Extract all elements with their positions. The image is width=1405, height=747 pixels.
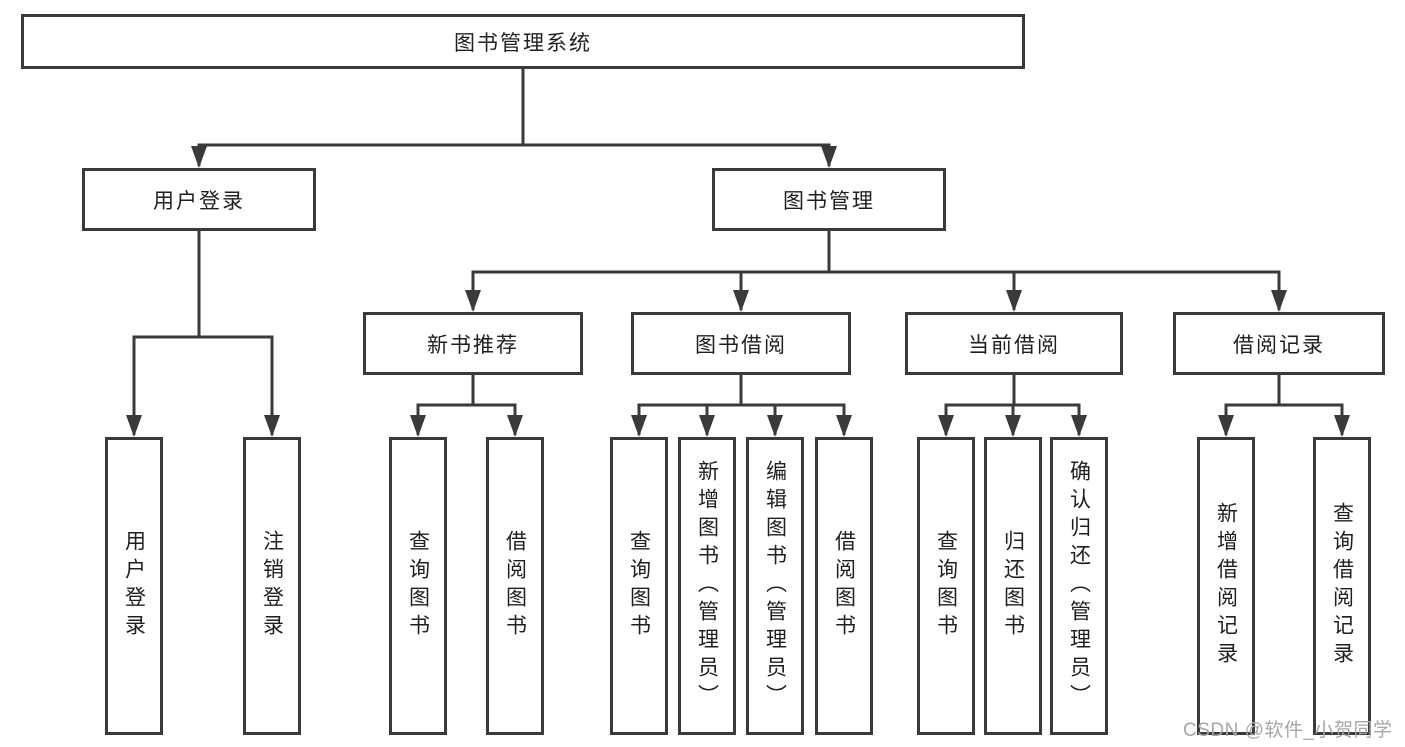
node-label: 用户登录 xyxy=(153,189,245,213)
leaf-label: 用户登录 xyxy=(122,530,146,642)
node-book-management: 图书管理 xyxy=(712,168,946,231)
node-new-book-recommendation: 新书推荐 xyxy=(363,312,583,375)
node-user-login: 用户登录 xyxy=(82,168,316,231)
leaf-label: 借阅图书 xyxy=(503,530,527,642)
leaf-add-borrow-record: 新增借阅记录 xyxy=(1197,437,1255,735)
csdn-watermark: CSDN @软件_小贺同学 xyxy=(1183,720,1393,741)
leaf-label: 查询图书 xyxy=(627,530,651,642)
leaf-query-books: 查询图书 xyxy=(389,437,447,735)
node-label: 新书推荐 xyxy=(427,333,519,357)
leaf-user-login: 用户登录 xyxy=(105,437,163,735)
node-label: 图书借阅 xyxy=(695,333,787,357)
leaf-label: 借阅图书 xyxy=(832,530,856,642)
leaf-query-borrow-record: 查询借阅记录 xyxy=(1313,437,1371,735)
node-current-borrowing: 当前借阅 xyxy=(905,312,1123,375)
leaf-return-book: 归还图书 xyxy=(984,437,1042,735)
leaf-query-books-3: 查询图书 xyxy=(917,437,975,735)
node-label: 当前借阅 xyxy=(968,333,1060,357)
leaf-edit-book-admin: 编辑图书（管理员） xyxy=(746,437,804,735)
leaf-label: 编辑图书（管理员） xyxy=(763,460,787,712)
node-borrowing-records: 借阅记录 xyxy=(1173,312,1385,375)
leaf-confirm-return-admin: 确认归还（管理员） xyxy=(1050,437,1108,735)
connector-edges xyxy=(132,69,1344,435)
node-library-management-system: 图书管理系统 xyxy=(21,14,1025,69)
leaf-add-book-admin: 新增图书（管理员） xyxy=(678,437,736,735)
leaf-label: 确认归还（管理员） xyxy=(1067,460,1091,712)
node-label: 图书管理系统 xyxy=(454,31,592,55)
leaf-logout: 注销登录 xyxy=(243,437,301,735)
leaf-label: 查询图书 xyxy=(934,530,958,642)
leaf-query-books-2: 查询图书 xyxy=(610,437,668,735)
leaf-label: 归还图书 xyxy=(1001,530,1025,642)
leaf-borrow-books-2: 借阅图书 xyxy=(815,437,873,735)
leaf-borrow-books: 借阅图书 xyxy=(486,437,544,735)
node-label: 借阅记录 xyxy=(1233,333,1325,357)
leaf-label: 注销登录 xyxy=(260,530,284,642)
leaf-label: 新增借阅记录 xyxy=(1214,502,1238,670)
leaf-label: 新增图书（管理员） xyxy=(695,460,719,712)
leaf-label: 查询图书 xyxy=(406,530,430,642)
node-book-borrowing: 图书借阅 xyxy=(631,312,851,375)
node-label: 图书管理 xyxy=(783,189,875,213)
leaf-label: 查询借阅记录 xyxy=(1330,502,1354,670)
